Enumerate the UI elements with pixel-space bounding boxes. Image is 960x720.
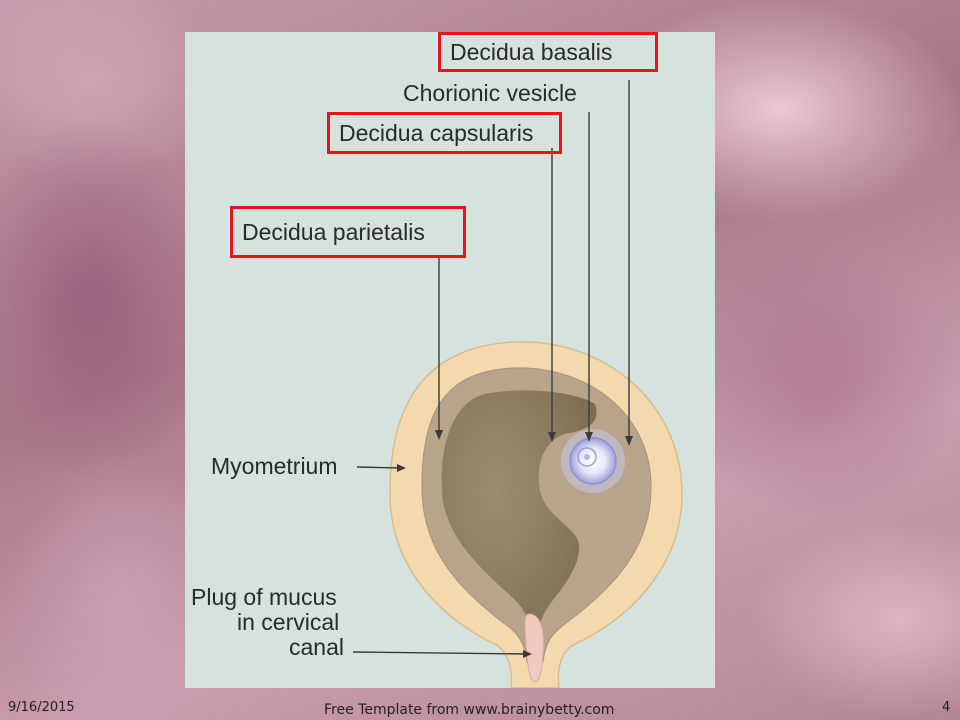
- label-decidua-capsularis: Decidua capsularis: [327, 112, 562, 154]
- chorionic-vesicle: [561, 429, 625, 493]
- footer-page-number: 4: [942, 700, 951, 715]
- mucus-plug: [524, 613, 544, 683]
- label-decidua-basalis-text: Decidua basalis: [450, 38, 613, 65]
- label-chorionic-vesicle: Chorionic vesicle: [403, 80, 577, 106]
- leader-arrowheads: [397, 430, 633, 658]
- footer-credit: Free Template from www.brainybetty.com: [324, 702, 615, 718]
- label-decidua-parietalis: Decidua parietalis: [230, 206, 466, 258]
- label-decidua-capsularis-text: Decidua capsularis: [339, 119, 534, 146]
- label-decidua-basalis: Decidua basalis: [438, 32, 658, 72]
- label-myometrium: Myometrium: [211, 453, 338, 479]
- label-plug-line2: in cervical: [237, 609, 340, 635]
- leader-lines: [352, 80, 630, 655]
- uterus-diagram-panel: Decidua basalis Chorionic vesicle Decidu…: [185, 32, 715, 688]
- footer-date: 9/16/2015: [8, 700, 75, 715]
- uterine-cavity: [441, 390, 597, 644]
- label-plug-line3: canal: [289, 634, 344, 660]
- label-decidua-parietalis-text: Decidua parietalis: [242, 218, 425, 245]
- uterus-diagram: [352, 80, 683, 688]
- label-plug-line1: Plug of mucus: [191, 584, 337, 610]
